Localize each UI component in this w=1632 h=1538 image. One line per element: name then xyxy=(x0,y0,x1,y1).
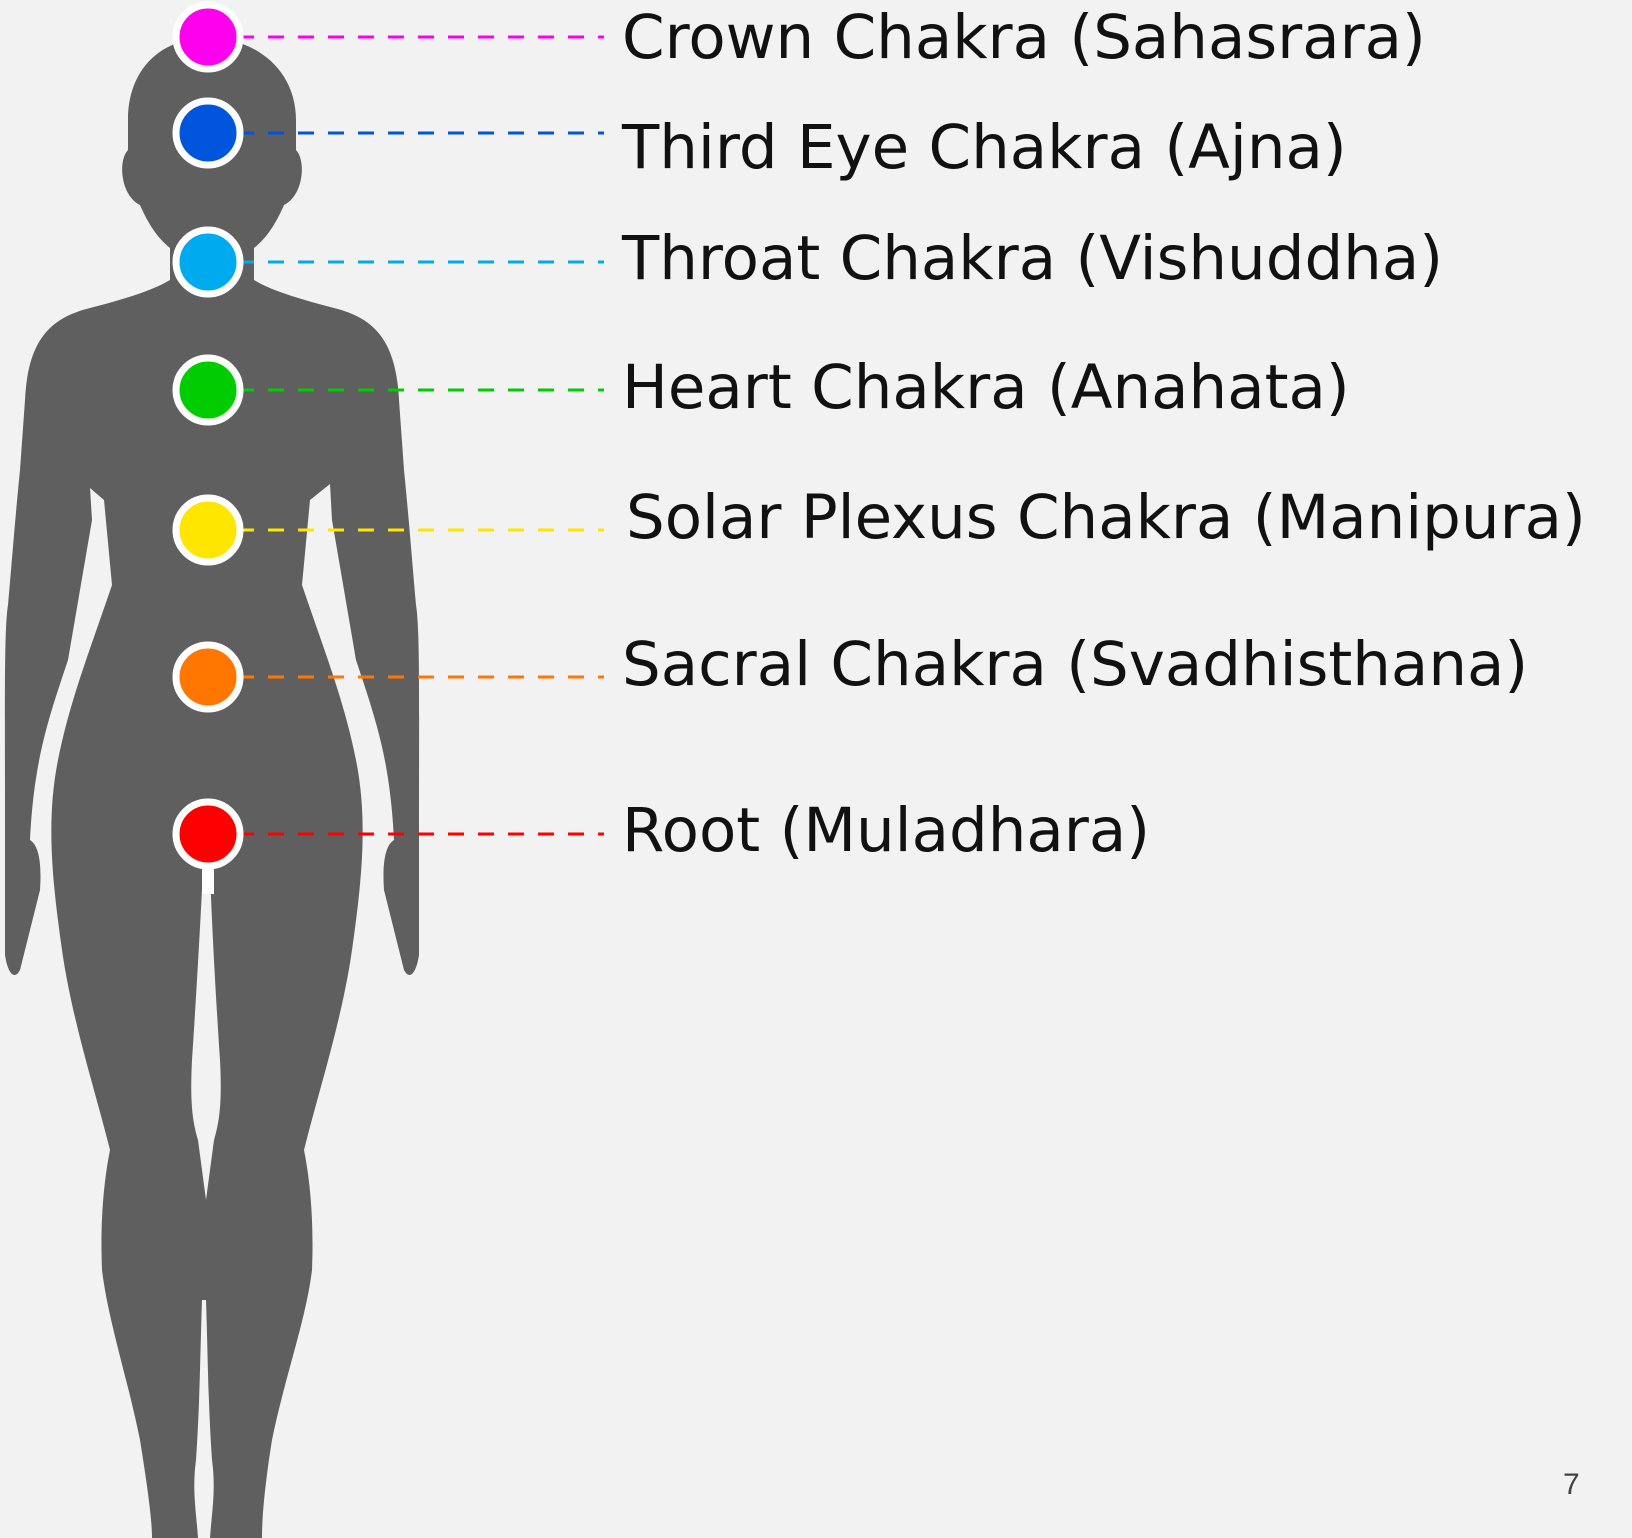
sacral-chakra-marker xyxy=(176,645,240,709)
sacral-chakra-label: Sacral Chakra (Svadhisthana) xyxy=(622,634,1528,695)
throat-chakra-marker xyxy=(176,230,240,294)
solar-plexus-chakra-label: Solar Plexus Chakra (Manipura) xyxy=(626,487,1586,548)
throat-chakra-label: Throat Chakra (Vishuddha) xyxy=(622,228,1443,289)
heart-chakra-label: Heart Chakra (Anahata) xyxy=(622,357,1350,418)
crown-chakra-label: Crown Chakra (Sahasrara) xyxy=(622,7,1426,68)
page-number: 7 xyxy=(1563,1468,1580,1502)
third-eye-chakra-marker xyxy=(176,101,240,165)
third-eye-chakra-label: Third Eye Chakra (Ajna) xyxy=(622,117,1347,178)
heart-chakra-marker xyxy=(176,358,240,422)
crown-chakra-marker xyxy=(176,5,240,69)
solar-plexus-chakra-marker xyxy=(176,498,240,562)
root-chakra-label: Root (Muladhara) xyxy=(622,800,1150,861)
root-chakra-marker xyxy=(176,802,240,866)
